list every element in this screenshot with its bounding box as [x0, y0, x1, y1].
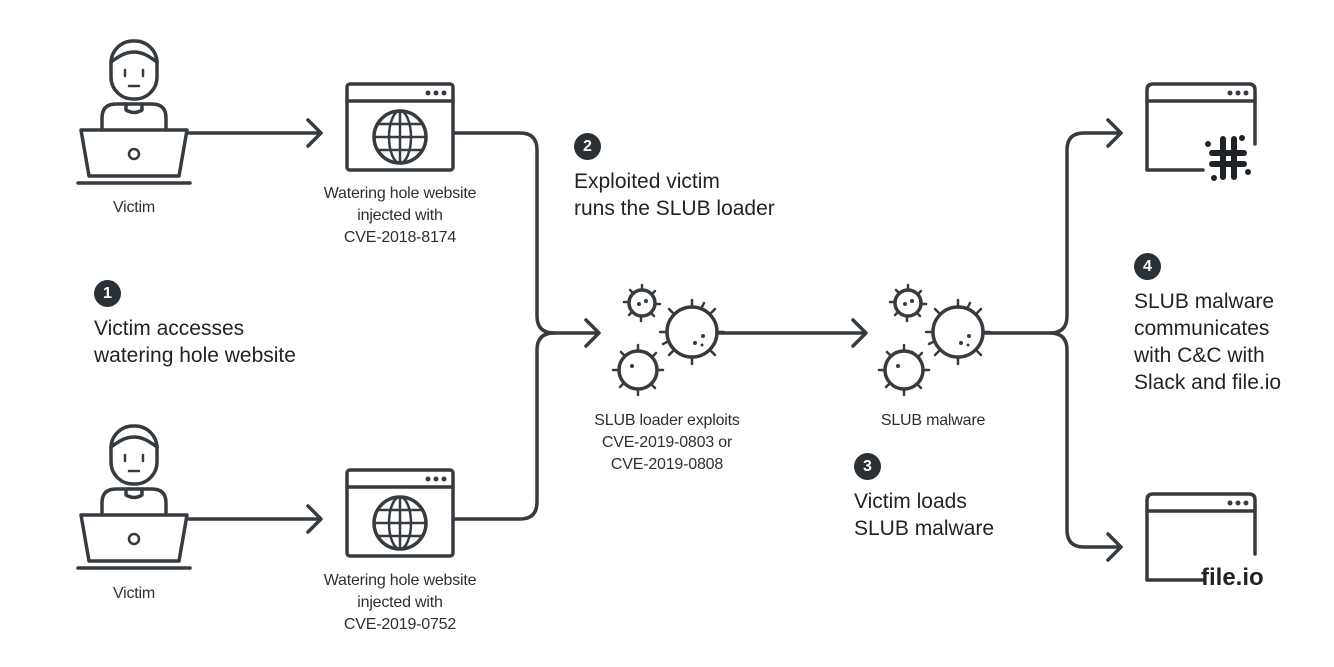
step-4-line: with C&C with — [1134, 344, 1265, 367]
website-label-line: Watering hole website — [323, 185, 477, 202]
loader-label-line: CVE-2019-0808 — [610, 456, 724, 473]
step-4-line: Slack and file.io — [1134, 371, 1282, 394]
step-1-text: Victim accesses watering hole website — [94, 315, 296, 369]
step-4-line: communicates — [1134, 317, 1270, 340]
arrow-victim-to-website — [187, 504, 323, 534]
watering-hole-website-icon — [345, 468, 455, 558]
arrow-victim-to-website — [187, 118, 323, 148]
fileio-logo: file.io — [1201, 564, 1264, 591]
slack-logo-icon — [1205, 135, 1251, 181]
step-2-text: Exploited victim runs the SLUB loader — [574, 168, 775, 222]
arrow-website-to-loader — [453, 131, 601, 521]
slack-window-icon — [1145, 82, 1257, 172]
website-label: Watering hole website injected with CVE-… — [324, 183, 477, 249]
website-label-line: injected with — [357, 594, 443, 611]
slub-malware-icon — [877, 283, 992, 397]
step-1-line: Victim accesses — [94, 317, 245, 340]
step-3-line: Victim loads — [854, 490, 967, 513]
step-3-badge: 3 — [854, 453, 881, 480]
victim-label: Victim — [112, 199, 156, 216]
loader-label-line: CVE-2019-0803 or — [601, 434, 733, 451]
victim-label: Victim — [112, 585, 156, 602]
step-3-line: SLUB malware — [854, 517, 995, 540]
loader-label-line: SLUB loader exploits — [594, 412, 740, 429]
website-label-line: injected with — [357, 207, 443, 224]
step-4-line: SLUB malware — [1134, 290, 1275, 313]
loader-label: SLUB loader exploits CVE-2019-0803 or CV… — [594, 410, 740, 476]
step-4-badge: 4 — [1134, 253, 1161, 280]
website-label-line: CVE-2019-0752 — [343, 616, 457, 633]
victim-icon — [76, 424, 192, 570]
arrow-loader-to-malware — [716, 318, 868, 348]
website-label: Watering hole website injected with CVE-… — [324, 570, 477, 636]
step-2-line: Exploited victim — [574, 170, 720, 193]
step-4-text: SLUB malware communicates with C&C with … — [1134, 288, 1281, 396]
victim-icon — [76, 39, 192, 185]
watering-hole-website-icon — [345, 82, 455, 172]
arrow-malware-to-services — [982, 118, 1123, 562]
step-1-badge: 1 — [94, 280, 121, 307]
slub-loader-icon — [611, 283, 726, 397]
step-2-line: runs the SLUB loader — [574, 197, 775, 220]
step-2-badge: 2 — [574, 133, 601, 160]
step-3-text: Victim loads SLUB malware — [854, 488, 994, 542]
website-label-line: CVE-2018-8174 — [343, 229, 457, 246]
malware-label: SLUB malware — [880, 412, 986, 429]
website-label-line: Watering hole website — [323, 572, 477, 589]
step-1-line: watering hole website — [94, 344, 296, 367]
